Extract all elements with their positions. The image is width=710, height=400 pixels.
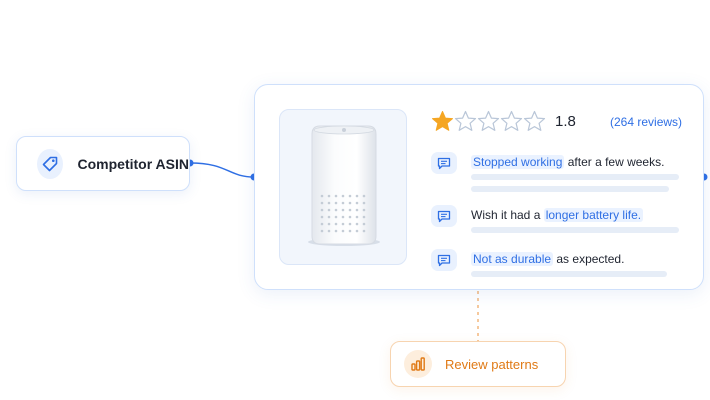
star-empty-icon bbox=[477, 110, 500, 131]
comment-icon bbox=[431, 205, 457, 227]
comment-icon bbox=[431, 249, 457, 271]
review-text: Wish it had a longer battery life. bbox=[471, 208, 644, 222]
review-highlight: Stopped working bbox=[471, 155, 565, 169]
review-text-before: Wish it had a bbox=[471, 208, 544, 222]
star-empty-icon bbox=[500, 110, 523, 131]
competitor-asin-node[interactable]: Competitor ASIN bbox=[16, 136, 190, 191]
review-highlight: longer battery life. bbox=[543, 208, 644, 222]
star-filled-icon bbox=[432, 111, 453, 131]
review-placeholder-line bbox=[471, 271, 667, 277]
review-patterns-label: Review patterns bbox=[445, 356, 539, 372]
review-text: Not as durable as expected. bbox=[471, 252, 624, 266]
rating-value: 1.8 bbox=[555, 113, 576, 130]
star-rating bbox=[431, 110, 546, 132]
review-text: Stopped working after a few weeks. bbox=[471, 155, 664, 169]
tag-icon bbox=[37, 148, 63, 179]
review-count-link[interactable]: (264 reviews) bbox=[610, 115, 683, 129]
air-purifier-image bbox=[308, 125, 380, 246]
star-empty-icon bbox=[454, 110, 477, 131]
review-highlight: Not as durable bbox=[471, 252, 554, 266]
review-text-after: as expected. bbox=[553, 252, 625, 266]
comment-icon bbox=[431, 152, 457, 174]
connector-asin-to-card bbox=[189, 162, 255, 178]
review-placeholder-line bbox=[471, 227, 679, 233]
review-placeholder-line bbox=[471, 174, 679, 180]
product-image-box bbox=[279, 109, 407, 265]
star-empty-icon bbox=[523, 110, 546, 131]
competitor-asin-label: Competitor ASIN bbox=[77, 155, 189, 172]
review-placeholder-line bbox=[471, 186, 669, 192]
bar-chart-icon bbox=[404, 350, 432, 378]
review-patterns-node[interactable]: Review patterns bbox=[390, 341, 566, 387]
review-text-after: after a few weeks. bbox=[564, 155, 665, 169]
product-review-card: 1.8 (264 reviews) Stopped working after … bbox=[254, 84, 704, 290]
